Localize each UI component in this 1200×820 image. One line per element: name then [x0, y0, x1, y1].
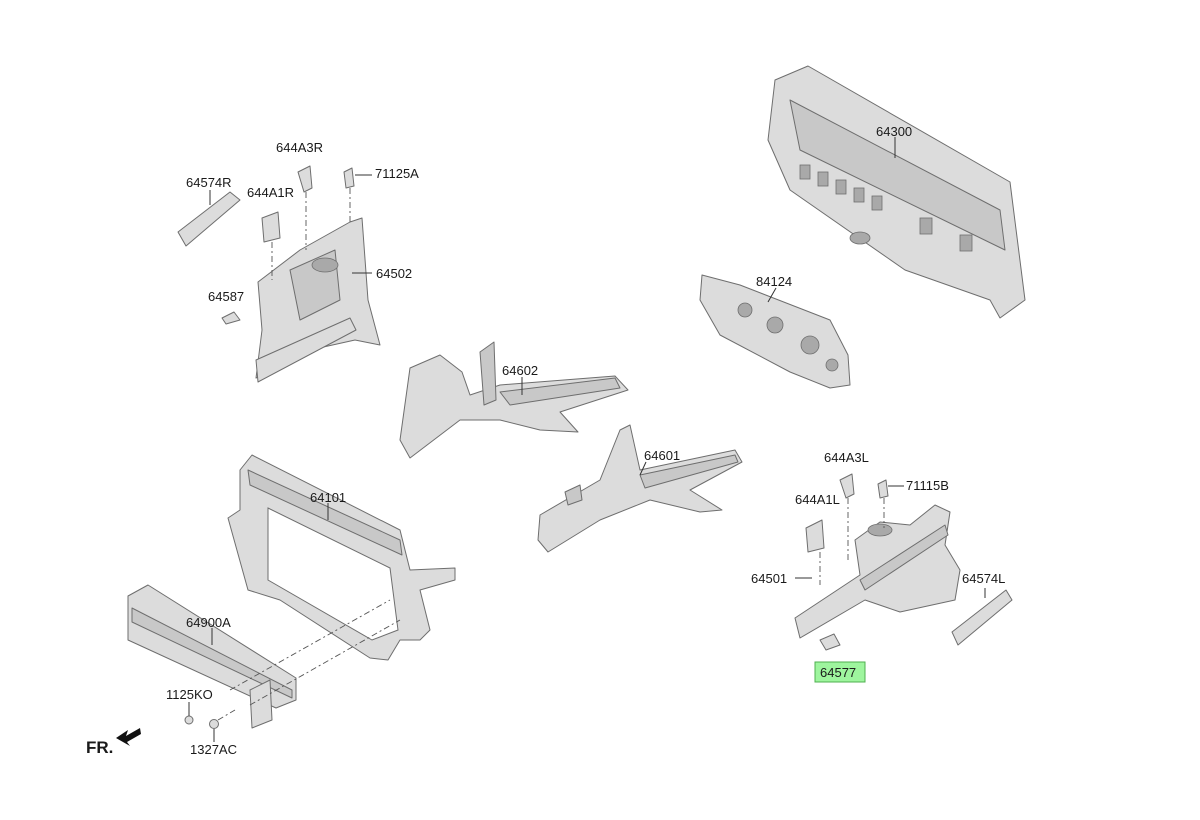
highlight-64577: [814, 661, 866, 683]
part-1125KO[interactable]: [184, 702, 194, 725]
label-84124[interactable]: 84124: [756, 274, 792, 289]
part-64602[interactable]: [399, 341, 629, 459]
label-644A3R[interactable]: 644A3R: [276, 140, 323, 155]
label-1327AC[interactable]: 1327AC: [190, 742, 237, 757]
part-64587[interactable]: [221, 311, 241, 325]
label-64577[interactable]: 64577: [820, 665, 856, 680]
label-64587[interactable]: 64587: [208, 289, 244, 304]
part-64574L[interactable]: [951, 588, 1013, 646]
part-64502[interactable]: [255, 217, 381, 383]
part-64501[interactable]: [794, 504, 961, 639]
label-644A3L[interactable]: 644A3L: [824, 450, 869, 465]
label-64602[interactable]: 64602: [502, 363, 538, 378]
part-644A3L[interactable]: [839, 473, 855, 560]
label-644A1L[interactable]: 644A1L: [795, 492, 840, 507]
part-64300[interactable]: [767, 65, 1026, 319]
label-64300[interactable]: 64300: [876, 124, 912, 139]
label-64601[interactable]: 64601: [644, 448, 680, 463]
part-644A1L[interactable]: [805, 519, 825, 585]
part-64900A[interactable]: [127, 584, 401, 729]
part-71115B[interactable]: [877, 479, 904, 528]
part-644A1R[interactable]: [261, 211, 281, 280]
part-84124[interactable]: [699, 274, 851, 389]
part-1327AC[interactable]: [209, 709, 236, 742]
label-64900A[interactable]: 64900A: [186, 615, 231, 630]
label-64574L[interactable]: 64574L: [962, 571, 1005, 586]
label-64574R[interactable]: 64574R: [186, 175, 232, 190]
label-71125A[interactable]: 71125A: [375, 166, 419, 181]
part-644A3R[interactable]: [297, 165, 313, 250]
part-64577[interactable]: [819, 633, 841, 651]
label-64502[interactable]: 64502: [376, 266, 412, 281]
label-64501[interactable]: 64501: [751, 571, 787, 586]
front-direction-label: FR.: [86, 738, 113, 757]
label-644A1R[interactable]: 644A1R: [247, 185, 294, 200]
label-1125KO[interactable]: 1125KO: [166, 687, 213, 702]
part-64574R[interactable]: [177, 190, 241, 247]
label-64101[interactable]: 64101: [310, 490, 346, 505]
label-71115B[interactable]: 71115B: [906, 478, 949, 493]
part-64101[interactable]: [227, 454, 456, 661]
front-arrow-icon: [116, 728, 141, 746]
part-71125A[interactable]: [343, 167, 372, 222]
part-64601[interactable]: [537, 424, 743, 553]
